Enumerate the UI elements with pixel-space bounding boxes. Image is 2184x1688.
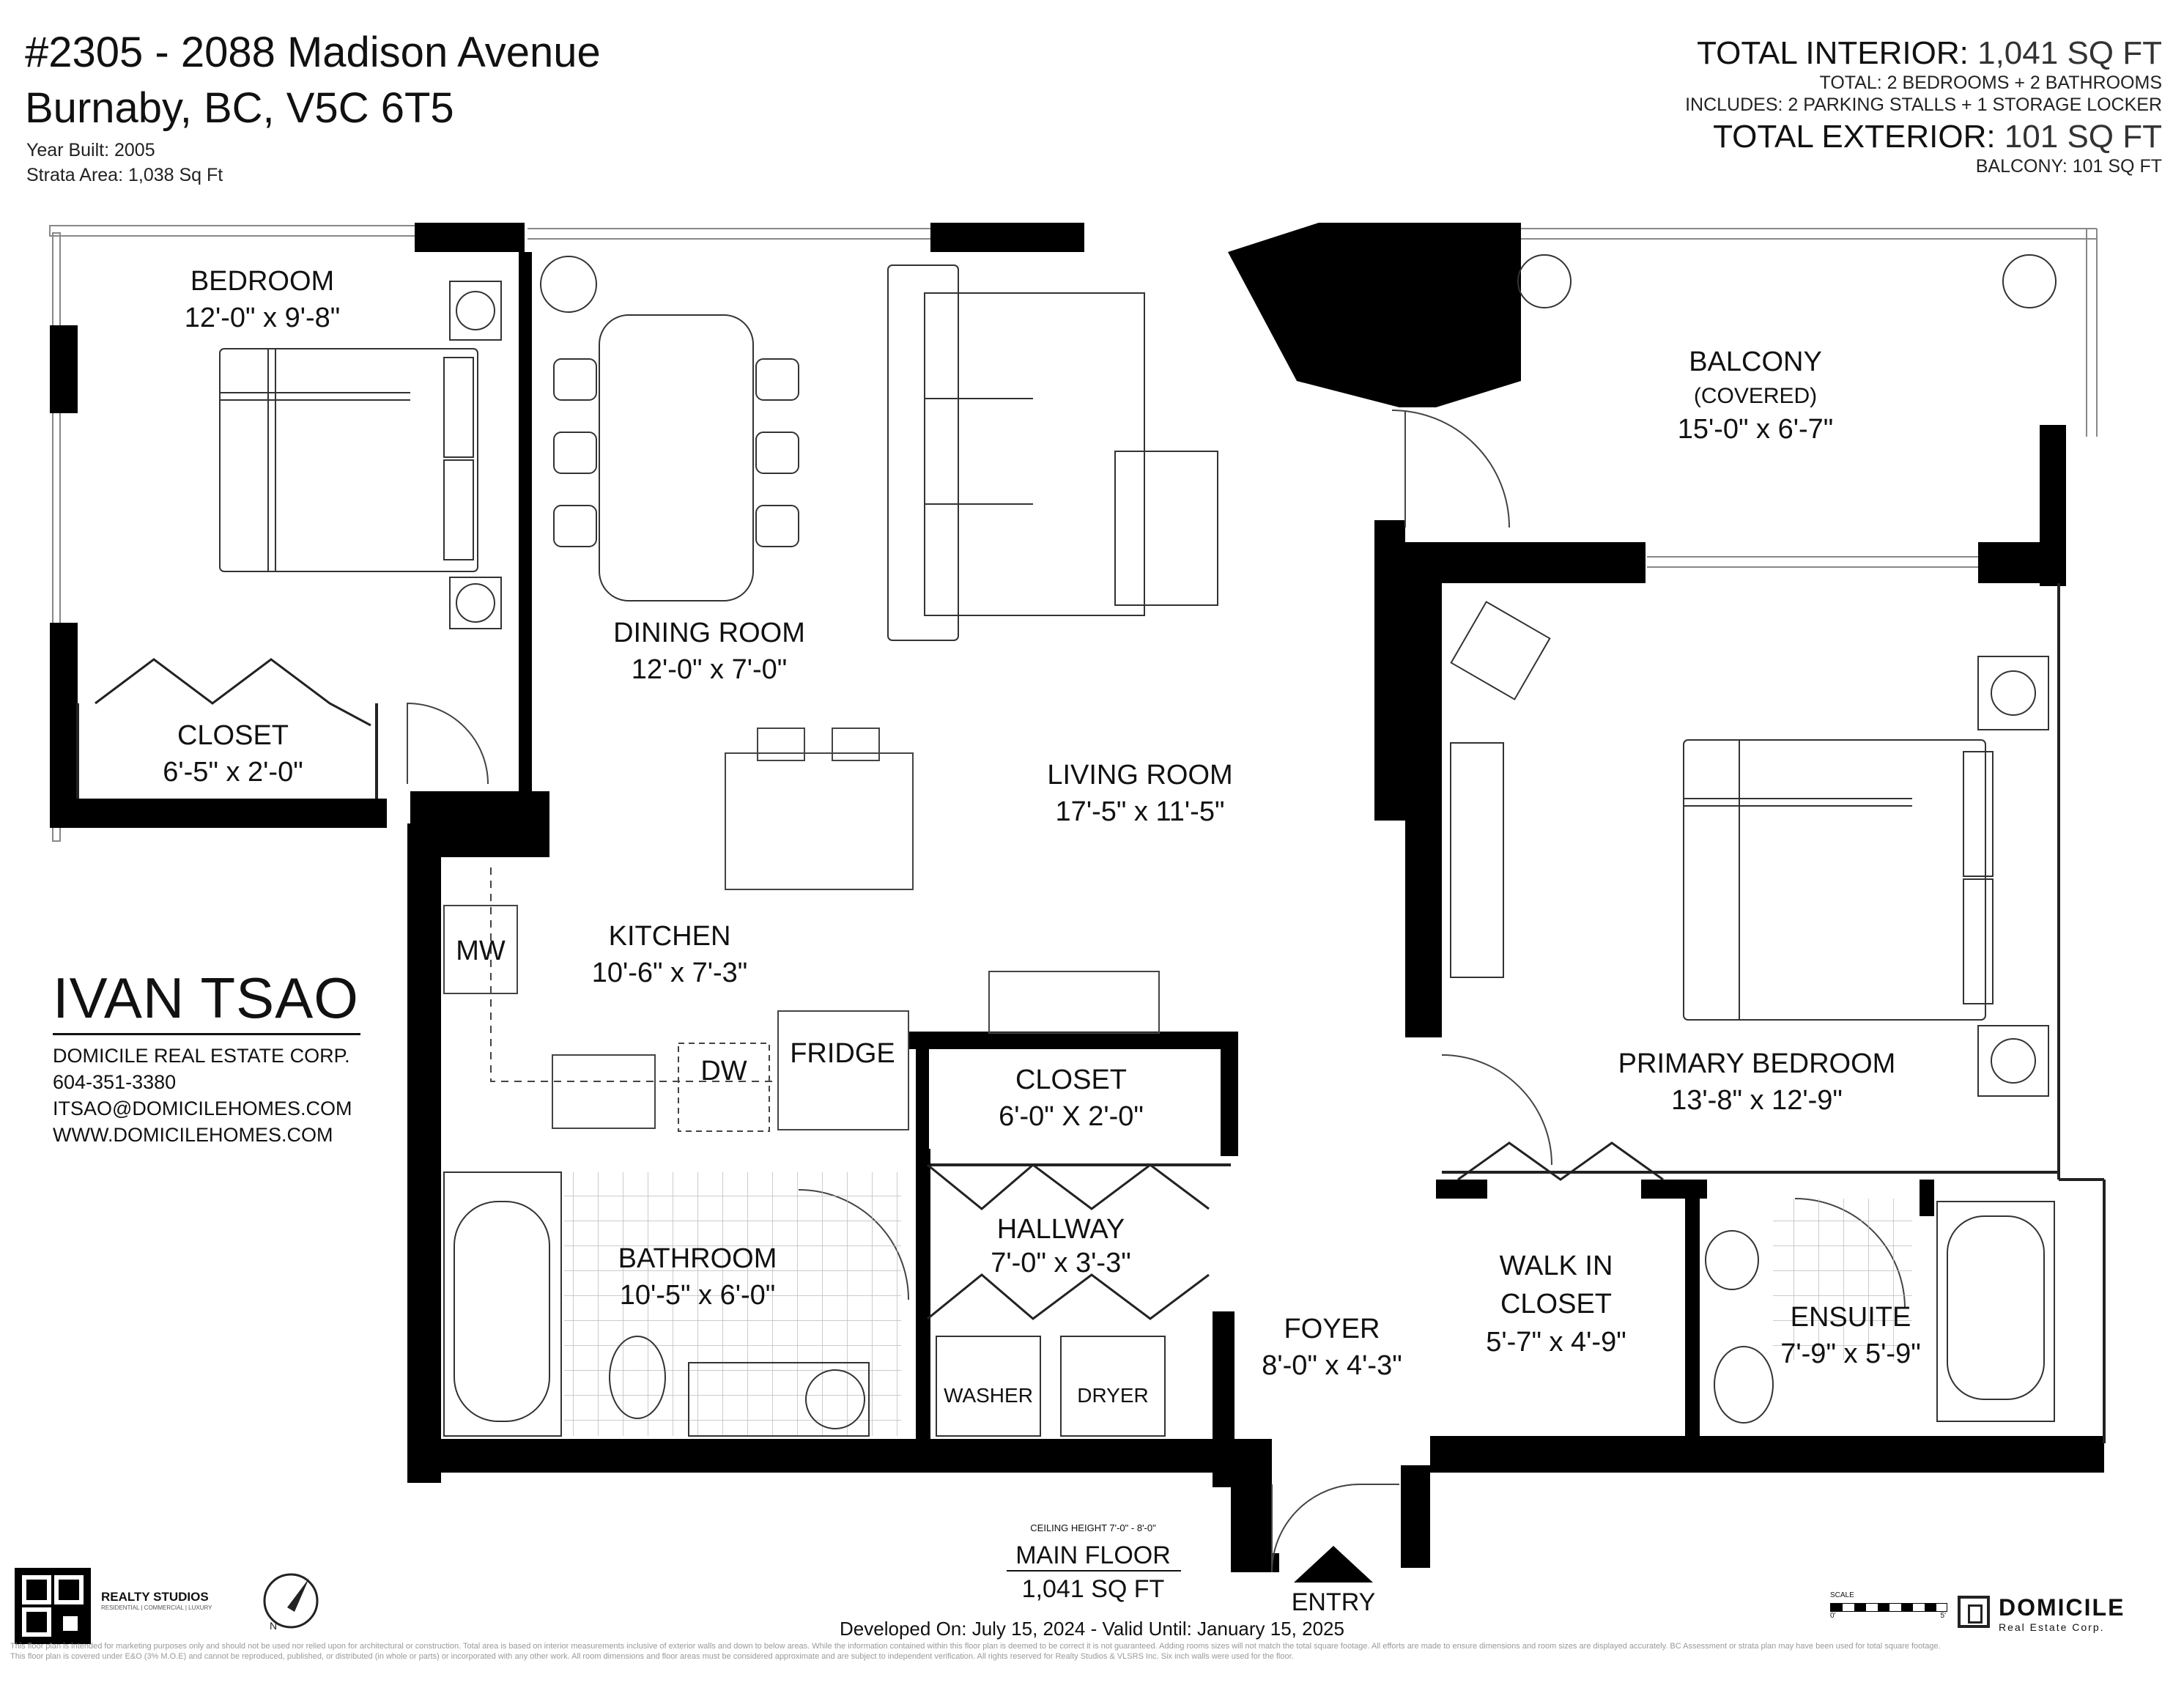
agent-company: DOMICILE REAL ESTATE CORP.	[53, 1045, 350, 1067]
entry-label: ENTRY	[1292, 1588, 1376, 1616]
bifold-doors	[95, 658, 1664, 1320]
microwave-label: MW	[456, 936, 506, 966]
kitchen-dim: 10'-6" x 7'-3"	[592, 958, 748, 988]
foyer-label: FOYER	[1284, 1314, 1380, 1344]
year-built: Year Built: 2005	[26, 140, 155, 160]
domicile-logo: DOMICILE Real Estate Corp.	[1999, 1594, 2125, 1633]
hallway-label: HALLWAY	[997, 1214, 1125, 1245]
primary-label: PRIMARY BEDROOM	[1618, 1048, 1896, 1079]
ensuite-dim: 7'-9" x 5'-9"	[1780, 1339, 1920, 1369]
bathroom-dim: 10'-5" x 6'-0"	[620, 1280, 776, 1311]
dishwasher-label: DW	[700, 1056, 747, 1087]
living-label: LIVING ROOM	[1047, 760, 1232, 791]
realty-studios-name: REALTY STUDIOS	[101, 1590, 209, 1604]
agent-email[interactable]: ITSAO@DOMICILEHOMES.COM	[53, 1097, 352, 1119]
closet-bedroom-label: CLOSET	[177, 720, 289, 751]
kitchen-label: KITCHEN	[609, 921, 731, 952]
total-exterior-label: TOTAL EXTERIOR:	[1713, 119, 1996, 155]
living-dim: 17'-5" x 11'-5"	[1056, 796, 1225, 827]
agent-divider	[53, 1033, 360, 1035]
total-exterior: TOTAL EXTERIOR: 101 SQ FT	[1685, 119, 2162, 155]
strata-area: Strata Area: 1,038 Sq Ft	[26, 165, 223, 185]
ensuite-label: ENSUITE	[1791, 1302, 1911, 1333]
bathroom-fixtures	[443, 1171, 870, 1437]
walkin-label-2: CLOSET	[1500, 1289, 1612, 1319]
bedroom-furniture	[219, 281, 502, 629]
dining-furniture	[540, 256, 799, 601]
dryer-label: DRYER	[1077, 1384, 1149, 1407]
dining-dim: 12'-0" x 7'-0"	[632, 654, 788, 685]
disclaimer: This floor plan is intended for marketin…	[10, 1642, 1941, 1661]
scale-bar: SCALE 0' 5'	[1830, 1591, 1947, 1621]
living-furniture	[887, 264, 1218, 641]
total-interior-value: 1,041 SQ FT	[1977, 35, 2162, 71]
total-exterior-value: 101 SQ FT	[2004, 119, 2162, 155]
includes: INCLUDES: 2 PARKING STALLS + 1 STORAGE L…	[1685, 95, 2162, 115]
kitchen-fixtures	[443, 728, 1160, 1132]
walkin-label-1: WALK IN	[1500, 1251, 1613, 1281]
developed-date: Developed On: July 15, 2024 - Valid Unti…	[840, 1618, 1344, 1640]
primary-dim: 13'-8" x 12'-9"	[1671, 1085, 1843, 1116]
bedroom-label: BEDROOM	[190, 266, 334, 297]
realty-studios-logo: REALTY STUDIOS RESIDENTIAL | COMMERCIAL …	[101, 1590, 212, 1611]
qr-code-icon	[15, 1568, 91, 1644]
walkin-dim: 5'-7" x 4'-9"	[1486, 1327, 1626, 1358]
realty-studios-sub: RESIDENTIAL | COMMERCIAL | LUXURY	[101, 1604, 212, 1611]
primary-furniture	[1450, 254, 2057, 1097]
scale-zero: 0'	[1830, 1612, 1836, 1620]
laundry-fixtures	[936, 1336, 1166, 1437]
ensuite-fixtures	[1705, 1201, 2055, 1424]
floor-name: MAIN FLOOR	[1015, 1541, 1171, 1569]
walls	[50, 223, 2104, 1572]
compass-north-label: N	[270, 1620, 277, 1632]
balcony-dim: 15'-0" x 6'-7"	[1678, 414, 1834, 445]
bedroom-dim: 12'-0" x 9'-8"	[185, 303, 341, 333]
closet-hall-dim: 6'-0" X 2'-0"	[999, 1101, 1144, 1132]
agent-website[interactable]: WWW.DOMICILEHOMES.COM	[53, 1124, 333, 1146]
window-lines	[49, 225, 2098, 842]
domicile-logo-icon	[1958, 1596, 1990, 1628]
balcony-area: BALCONY: 101 SQ FT	[1975, 156, 2162, 177]
bathroom-tile	[564, 1172, 901, 1436]
foyer-dim: 8'-0" x 4'-3"	[1262, 1350, 1402, 1381]
total-interior-label: TOTAL INTERIOR:	[1697, 35, 1969, 71]
balcony-label: BALCONY	[1689, 347, 1822, 377]
floor-area: 1,041 SQ FT	[1022, 1575, 1165, 1603]
ceiling-height: CEILING HEIGHT 7'-0" - 8'-0"	[1030, 1522, 1156, 1533]
room-count: TOTAL: 2 BEDROOMS + 2 BATHROOMS	[1819, 73, 2162, 93]
ensuite-tile	[1773, 1199, 1912, 1360]
closet-bedroom-dim: 6'-5" x 2'-0"	[163, 757, 303, 788]
agent-name: IVAN TSAO	[53, 966, 359, 1030]
area-summary: TOTAL INTERIOR: 1,041 SQ FT TOTAL: 2 BED…	[1685, 35, 2162, 177]
balcony-sub: (COVERED)	[1694, 384, 1817, 408]
closet-hall-label: CLOSET	[1015, 1065, 1127, 1095]
bathroom-label: BATHROOM	[618, 1243, 777, 1274]
fridge-label: FRIDGE	[790, 1038, 895, 1069]
door-swings	[407, 410, 1906, 1573]
address-line-2: Burnaby, BC, V5C 6T5	[25, 84, 454, 132]
total-interior: TOTAL INTERIOR: 1,041 SQ FT	[1685, 35, 2162, 72]
agent-phone[interactable]: 604-351-3380	[53, 1071, 177, 1093]
compass-icon: N	[263, 1573, 319, 1632]
domicile-sub: Real Estate Corp.	[1999, 1621, 2105, 1633]
hallway-dim: 7'-0" x 3'-3"	[991, 1248, 1130, 1278]
partitions	[76, 583, 2106, 1443]
domicile-name: DOMICILE	[1999, 1594, 2125, 1621]
scale-five: 5'	[1940, 1612, 1946, 1620]
entry-arrow	[1294, 1546, 1373, 1582]
address-line-1: #2305 - 2088 Madison Avenue	[25, 29, 601, 76]
dining-label: DINING ROOM	[613, 618, 805, 648]
scale-label: SCALE	[1830, 1591, 1854, 1599]
agent-card: IVAN TSAO DOMICILE REAL ESTATE CORP. 604…	[53, 967, 360, 1148]
washer-label: WASHER	[944, 1384, 1033, 1407]
